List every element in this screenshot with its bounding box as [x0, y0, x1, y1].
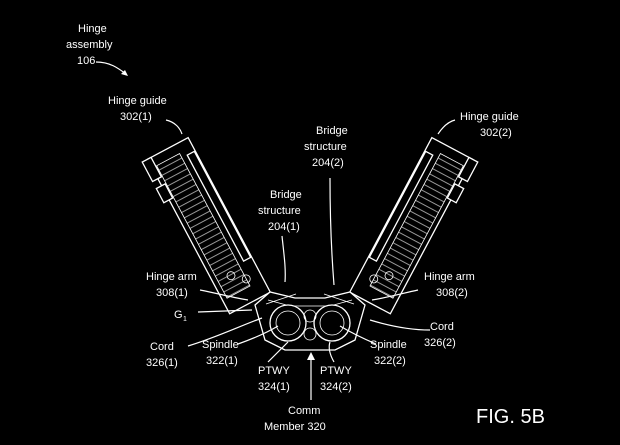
label-g1: G 1 [174, 309, 187, 323]
svg-text:322(2): 322(2) [374, 355, 406, 367]
svg-text:106: 106 [77, 55, 95, 67]
label-comm-member: Comm Member 320 [264, 405, 326, 433]
svg-text:Member 320: Member 320 [264, 421, 326, 433]
comm-member-body [254, 291, 366, 351]
label-ptwy-right: PTWY 324(2) [320, 365, 352, 393]
svg-text:Hinge guide: Hinge guide [460, 111, 519, 123]
label-spindle-left: Spindle 322(1) [202, 339, 239, 367]
label-hinge-arm-left: Hinge arm 308(1) [146, 271, 197, 299]
label-hinge-arm-right: Hinge arm 308(2) [424, 271, 475, 299]
svg-text:324(2): 324(2) [320, 381, 352, 393]
svg-text:Cord: Cord [430, 321, 454, 333]
svg-text:302(1): 302(1) [120, 111, 152, 123]
svg-text:322(1): 322(1) [206, 355, 238, 367]
figure-number: FIG. 5B [476, 406, 545, 428]
leader-lines [95, 61, 456, 400]
hinge-guide-right-part [348, 136, 479, 315]
svg-text:Comm: Comm [288, 405, 320, 417]
svg-text:308(1): 308(1) [156, 287, 188, 299]
label-hinge-guide-left: Hinge guide 302(1) [108, 95, 167, 123]
svg-text:Bridge: Bridge [316, 125, 348, 137]
label-cord-left: Cord 326(1) [146, 341, 178, 369]
svg-text:Hinge arm: Hinge arm [424, 271, 475, 283]
label-hinge-assembly: Hinge assembly 106 [66, 23, 113, 67]
svg-text:PTWY: PTWY [320, 365, 352, 377]
svg-text:assembly: assembly [66, 39, 113, 51]
svg-text:308(2): 308(2) [436, 287, 468, 299]
label-bridge-right: Bridge structure 204(2) [304, 125, 348, 169]
svg-text:G: G [174, 309, 183, 321]
label-spindle-right: Spindle 322(2) [370, 339, 407, 367]
svg-text:structure: structure [304, 141, 347, 153]
svg-text:Hinge: Hinge [78, 23, 107, 35]
label-ptwy-left: PTWY 324(1) [258, 365, 290, 393]
label-bridge-left: Bridge structure 204(1) [258, 189, 302, 233]
svg-text:302(2): 302(2) [480, 127, 512, 139]
svg-text:1: 1 [183, 316, 187, 323]
svg-text:Spindle: Spindle [370, 339, 407, 351]
svg-text:324(1): 324(1) [258, 381, 290, 393]
svg-text:204(1): 204(1) [268, 221, 300, 233]
svg-text:204(2): 204(2) [312, 157, 344, 169]
label-cord-right: Cord 326(2) [424, 321, 456, 349]
svg-text:Spindle: Spindle [202, 339, 239, 351]
svg-text:326(2): 326(2) [424, 337, 456, 349]
label-hinge-guide-right: Hinge guide 302(2) [460, 111, 519, 139]
svg-text:Hinge guide: Hinge guide [108, 95, 167, 107]
svg-text:Hinge arm: Hinge arm [146, 271, 197, 283]
svg-text:Bridge: Bridge [270, 189, 302, 201]
svg-text:PTWY: PTWY [258, 365, 290, 377]
svg-text:structure: structure [258, 205, 301, 217]
svg-text:Cord: Cord [150, 341, 174, 353]
svg-text:326(1): 326(1) [146, 357, 178, 369]
hinge-guide-left-part [141, 136, 272, 315]
